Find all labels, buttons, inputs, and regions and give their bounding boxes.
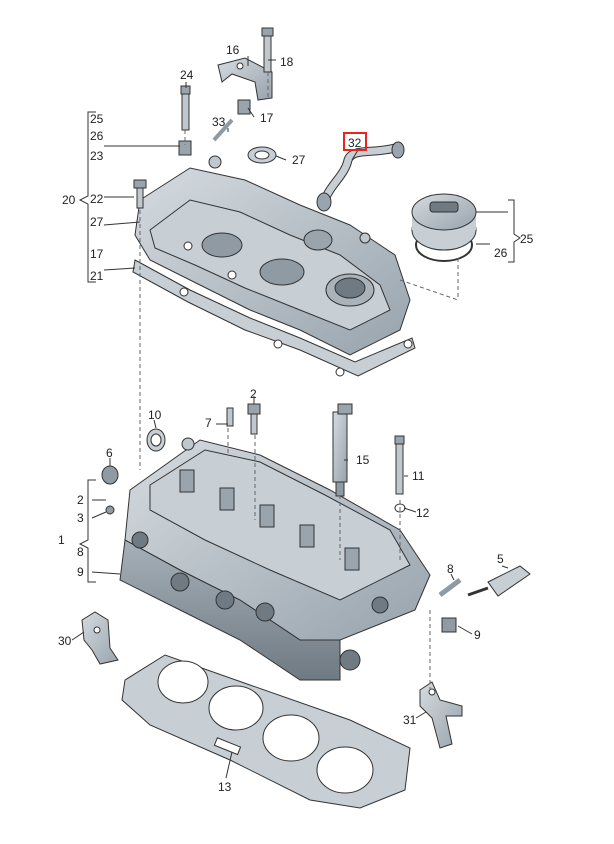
label-27b: 27 — [90, 215, 104, 229]
label-24: 24 — [180, 68, 194, 82]
label-13: 13 — [218, 780, 232, 794]
label-26a: 26 — [90, 129, 104, 143]
label-17b: 17 — [90, 247, 104, 261]
label-2a: 2 — [250, 387, 257, 401]
pin-7 — [226, 407, 234, 427]
breather-hose-32 — [316, 141, 405, 212]
stud-8 — [438, 578, 462, 597]
label-27a: 27 — [292, 153, 306, 167]
label-21: 21 — [90, 269, 104, 283]
head-gasket-13 — [121, 654, 411, 809]
label-10: 10 — [148, 408, 162, 422]
callout-lines — [71, 56, 509, 779]
label-5: 5 — [497, 552, 504, 566]
label-11: 11 — [412, 469, 425, 483]
bolt-24 — [180, 85, 191, 131]
label-6: 6 — [106, 446, 113, 460]
highlight-box-32 — [343, 132, 367, 151]
stud-33 — [212, 118, 234, 142]
sealant-tube-5 — [467, 565, 531, 597]
injector-15 — [332, 403, 353, 497]
label-20: 20 — [62, 193, 76, 207]
bracket-31 — [419, 681, 463, 749]
oil-filler-cap-25 — [411, 193, 477, 262]
bolt-2 — [247, 403, 261, 435]
seal-10 — [146, 428, 166, 452]
bolt-11 — [394, 435, 405, 495]
label-16: 16 — [226, 43, 240, 57]
label-22: 22 — [90, 192, 104, 206]
bracket-16 — [217, 57, 273, 101]
seal-27 — [247, 146, 277, 164]
label-9b: 9 — [474, 628, 481, 642]
label-26b: 26 — [494, 246, 508, 260]
grommet-23 — [178, 140, 192, 156]
leader-lines — [139, 72, 459, 690]
plug-6 — [101, 465, 119, 485]
label-17a: 17 — [260, 111, 274, 125]
plug-9 — [441, 617, 457, 633]
label-25b: 25 — [520, 232, 534, 246]
label-9a: 9 — [77, 565, 84, 579]
label-25a: 25 — [90, 112, 104, 126]
washer-3 — [105, 505, 115, 515]
valve-cover-gasket — [132, 259, 416, 377]
cylinder-head — [119, 437, 431, 681]
label-32: 32 — [348, 136, 362, 150]
label-33: 33 — [212, 115, 226, 129]
label-31: 31 — [403, 713, 417, 727]
bush-17 — [237, 99, 251, 115]
bolt-18 — [261, 27, 274, 73]
label-7: 7 — [205, 416, 212, 430]
label-8b: 8 — [447, 562, 454, 576]
bracket-30 — [81, 611, 119, 665]
label-15: 15 — [356, 453, 370, 467]
label-2b: 2 — [77, 493, 84, 507]
label-8a: 8 — [77, 545, 84, 559]
valve-cover — [134, 155, 411, 356]
label-12: 12 — [416, 506, 430, 520]
label-23: 23 — [90, 149, 104, 163]
group-braces — [78, 111, 521, 583]
bolt-22 — [133, 179, 147, 209]
label-18: 18 — [280, 55, 294, 69]
label-3: 3 — [77, 511, 84, 525]
label-30: 30 — [58, 634, 72, 648]
label-1: 1 — [58, 533, 65, 547]
